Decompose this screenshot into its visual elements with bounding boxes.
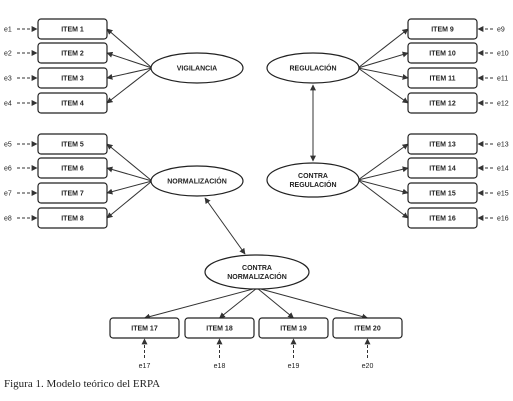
item-box: ITEM 16 <box>407 207 478 229</box>
diagram-edges <box>17 26 493 358</box>
loading-arrow <box>357 143 409 181</box>
item-box: ITEM 9 <box>407 18 478 40</box>
factor-label: VIGILANCIA <box>177 66 217 73</box>
item-label: ITEM 2 <box>61 51 84 58</box>
factor-regulacion: REGULACIÓN <box>266 52 360 84</box>
factor-label: REGULACIÓN <box>289 180 336 189</box>
item-label: ITEM 16 <box>429 216 456 223</box>
error-term-label: e4 <box>4 101 12 108</box>
item-box: ITEM 2 <box>37 42 108 64</box>
error-term-label: e18 <box>214 363 226 370</box>
item-label: ITEM 19 <box>280 326 307 333</box>
error-term-label: e12 <box>497 101 509 108</box>
item-label: ITEM 12 <box>429 101 456 108</box>
loading-arrow <box>106 143 153 182</box>
item-label: ITEM 10 <box>429 51 456 58</box>
loading-arrow <box>219 287 258 319</box>
error-term-label: e3 <box>4 76 12 83</box>
item-box: ITEM 6 <box>37 157 108 179</box>
error-term-label: e7 <box>4 191 12 198</box>
loading-arrow <box>106 180 153 195</box>
error-term-label: e9 <box>497 27 505 34</box>
error-term-label: e13 <box>497 142 509 149</box>
factor-vigilancia: VIGILANCIA <box>150 52 244 84</box>
item-label: ITEM 18 <box>206 326 233 333</box>
loading-arrow <box>357 67 409 80</box>
item-label: ITEM 3 <box>61 76 84 83</box>
figure-caption: Figura 1. Modelo teórico del ERPA <box>4 378 161 390</box>
item-box: ITEM 3 <box>37 67 108 89</box>
loading-arrow <box>357 179 409 219</box>
item-box: ITEM 17 <box>109 317 180 339</box>
item-box: ITEM 11 <box>407 67 478 89</box>
loading-arrow <box>106 180 153 219</box>
loading-arrow <box>106 51 153 69</box>
item-box: ITEM 8 <box>37 207 108 229</box>
factor-label: REGULACIÓN <box>289 64 336 73</box>
loading-arrow <box>357 166 409 181</box>
error-term-label: e2 <box>4 51 12 58</box>
item-box: ITEM 12 <box>407 92 478 114</box>
error-term-label: e6 <box>4 166 12 173</box>
item-label: ITEM 7 <box>61 191 84 198</box>
item-box: ITEM 15 <box>407 182 478 204</box>
error-term-label: e17 <box>139 363 151 370</box>
error-term-label: e5 <box>4 142 12 149</box>
item-label: ITEM 11 <box>429 76 455 83</box>
loading-arrow <box>106 67 153 80</box>
factor-label: NORMALIZACIÓN <box>167 177 227 186</box>
item-box: ITEM 18 <box>184 317 255 339</box>
item-box: ITEM 1 <box>37 18 108 40</box>
item-label: ITEM 4 <box>61 101 84 108</box>
error-term-label: e15 <box>497 191 509 198</box>
loading-arrow <box>106 28 153 69</box>
item-label: ITEM 15 <box>429 191 456 198</box>
item-label: ITEM 5 <box>61 142 84 149</box>
loading-arrow <box>357 67 409 104</box>
loading-arrow <box>357 51 409 69</box>
item-label: ITEM 14 <box>429 166 456 173</box>
item-label: ITEM 8 <box>61 216 84 223</box>
error-term-label: e10 <box>497 51 509 58</box>
diagram-nodes: e1 e2 e3 e4 e5 e6 e7 e8 e9 e10 e11 e12 e13 e14 e15 e16 e… <box>4 18 509 370</box>
factor-label: CONTRA <box>298 173 328 180</box>
loading-arrow <box>143 287 258 320</box>
item-label: ITEM 17 <box>131 326 158 333</box>
item-box: ITEM 5 <box>37 133 108 155</box>
error-term-label: e1 <box>4 27 12 34</box>
error-term-label: e16 <box>497 216 509 223</box>
factor-normalizacion: NORMALIZACIÓN <box>150 165 244 197</box>
item-label: ITEM 9 <box>431 27 454 34</box>
loading-arrow <box>357 28 409 69</box>
item-box: ITEM 10 <box>407 42 478 64</box>
item-box: ITEM 4 <box>37 92 108 114</box>
loading-arrow <box>106 166 153 182</box>
factor-label: NORMALIZACIÓN <box>227 272 287 281</box>
factor-label: CONTRA <box>242 265 272 272</box>
error-term-label: e14 <box>497 166 509 173</box>
item-box: ITEM 13 <box>407 133 478 155</box>
item-label: ITEM 13 <box>429 142 456 149</box>
item-label: ITEM 20 <box>354 326 381 333</box>
loading-arrow <box>256 287 369 320</box>
item-box: ITEM 19 <box>258 317 329 339</box>
error-term-label: e8 <box>4 216 12 223</box>
item-box: ITEM 14 <box>407 157 478 179</box>
loading-arrow <box>106 67 153 104</box>
item-box: ITEM 7 <box>37 182 108 204</box>
item-label: ITEM 1 <box>61 27 84 34</box>
error-term-label: e20 <box>362 363 374 370</box>
covariance-arrow <box>204 197 246 255</box>
error-term-label: e11 <box>497 76 508 83</box>
item-box: ITEM 20 <box>332 317 403 339</box>
loading-arrow <box>357 179 409 195</box>
item-label: ITEM 6 <box>61 166 84 173</box>
loading-arrow <box>256 287 294 319</box>
error-term-label: e19 <box>288 363 300 370</box>
